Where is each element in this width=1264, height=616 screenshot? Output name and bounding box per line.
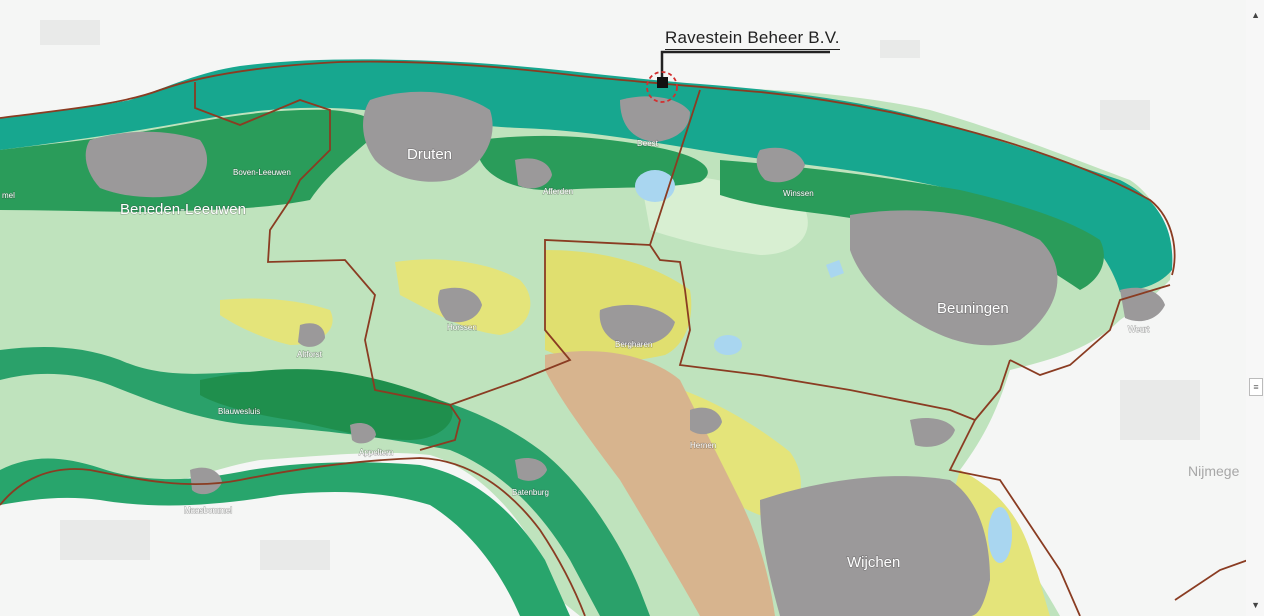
place-label-maasbommel: Maasbommel: [184, 506, 232, 515]
callout: [646, 50, 830, 103]
place-label-druten: Druten: [407, 146, 452, 163]
place-labels: Druten Beneden-Leeuwen Boven-Leeuwen Aff…: [1, 138, 1240, 571]
place-label-bergharen: Bergharen: [615, 340, 652, 349]
scroll-up-icon[interactable]: ▲: [1251, 10, 1260, 20]
tan-zone: [545, 351, 775, 616]
place-label-altforst: Altforst: [297, 350, 323, 359]
callout-label: Ravestein Beheer B.V.: [665, 27, 840, 50]
callout-marker: [657, 77, 668, 88]
scroll-grip-icon[interactable]: ≡: [1249, 378, 1263, 396]
nature-south: [200, 369, 453, 440]
place-label-beuningen: Beuningen: [937, 300, 1009, 317]
floodplain-north: [0, 59, 1173, 292]
place-label-appeltern: Appeltern: [359, 448, 393, 457]
callout-highlight-circle: [646, 71, 678, 103]
river-bank-south: [0, 458, 570, 616]
municipal-boundaries: [0, 60, 1249, 616]
callout-leader: [660, 50, 830, 78]
place-label-wamel: mel: [2, 191, 15, 200]
place-label-boven-leeuwen: Boven-Leeuwen: [233, 168, 291, 177]
place-label-deest: Deest: [637, 139, 659, 148]
vertical-scrollbar[interactable]: ▲ ≡ ▼: [1246, 0, 1264, 616]
scroll-down-icon[interactable]: ▼: [1251, 600, 1260, 610]
place-label-hernen: Hernen: [690, 441, 716, 450]
water-bodies: [635, 170, 1012, 563]
place-label-batenburg: Batenburg: [512, 488, 549, 497]
place-label-wijchen: Wijchen: [847, 554, 900, 571]
place-label-blauwesluis: Blauwesluis: [218, 407, 260, 416]
place-label-weurt: Weurt: [1128, 325, 1150, 334]
place-label-horssen: Horssen: [447, 323, 477, 332]
place-label-nijmegen: Nijmege: [1188, 463, 1240, 479]
urban-areas: [85, 91, 1165, 616]
place-label-afferden: Afferden: [543, 187, 573, 196]
place-label-winssen: Winssen: [783, 189, 814, 198]
place-label-beneden-leeuwen: Beneden-Leeuwen: [120, 201, 246, 218]
